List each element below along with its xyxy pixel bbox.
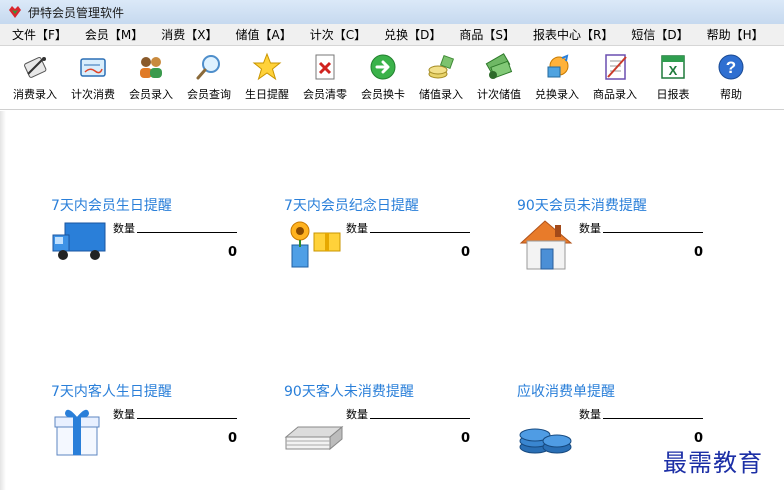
count-label: 数量 xyxy=(346,408,368,421)
reminder-card-member-no-consume: 90天会员未消费提醒 数量 0 xyxy=(517,195,717,275)
consume-entry-button[interactable]: 消费录入 xyxy=(6,46,64,110)
toolbar: 消费录入 计次消费 会员录入 会员查询 生日提醒 xyxy=(0,46,784,110)
menu-member[interactable]: 会员【M】 xyxy=(84,28,144,42)
menu-report[interactable]: 报表中心【R】 xyxy=(532,28,614,42)
notebook-icon xyxy=(605,54,627,80)
svg-text:X: X xyxy=(669,63,678,78)
card-icon xyxy=(80,58,106,77)
redeem-entry-button[interactable]: 兑换录入 xyxy=(528,46,586,110)
menu-help[interactable]: 帮助【H】 xyxy=(706,28,764,42)
house-icon xyxy=(519,220,573,270)
reminder-card-guest-birthday: 7天内客人生日提醒 数量 0 xyxy=(51,381,251,461)
window-title: 伊特会员管理软件 xyxy=(28,5,125,20)
count-consume-button[interactable]: 计次消费 xyxy=(64,46,122,110)
watermark-text: 最需教育 xyxy=(663,449,763,477)
menu-stored-value[interactable]: 储值【A】 xyxy=(235,28,292,42)
coins-icon xyxy=(428,54,455,79)
count-stored-value-button[interactable]: 计次储值 xyxy=(470,46,528,110)
goods-entry-button[interactable]: 商品录入 xyxy=(586,46,644,110)
doc-x-icon xyxy=(315,54,335,80)
truck-icon xyxy=(52,222,106,260)
count-underline xyxy=(370,232,470,233)
card-stack-icon xyxy=(284,425,344,451)
question-icon: ? xyxy=(718,54,744,80)
tool-label: 会员清零 xyxy=(303,88,347,101)
daily-report-button[interactable]: X 日报表 xyxy=(644,46,702,110)
tool-label: 帮助 xyxy=(720,88,742,101)
count-underline xyxy=(137,418,237,419)
count-value: 0 xyxy=(227,431,237,446)
member-clear-button[interactable]: 会员清零 xyxy=(296,46,354,110)
app-logo-icon xyxy=(9,6,21,18)
count-value: 0 xyxy=(693,431,703,446)
count-label: 数量 xyxy=(579,408,601,421)
reminder-card-member-anniversary: 7天内会员纪念日提醒 数量 0 xyxy=(284,195,484,275)
member-query-button[interactable]: 会员查询 xyxy=(180,46,238,110)
menu-goods[interactable]: 商品【S】 xyxy=(459,28,515,42)
tool-label: 会员查询 xyxy=(187,88,231,101)
users-icon xyxy=(140,57,162,78)
count-label: 数量 xyxy=(113,222,135,235)
count-value: 0 xyxy=(227,245,237,260)
tool-label: 会员换卡 xyxy=(361,88,405,101)
count-underline xyxy=(370,418,470,419)
tool-label: 消费录入 xyxy=(13,88,57,101)
count-value: 0 xyxy=(693,245,703,260)
menu-redeem[interactable]: 兑换【D】 xyxy=(384,28,442,42)
menu-consume[interactable]: 消费【X】 xyxy=(161,28,218,42)
reminder-title[interactable]: 7天内客人生日提醒 xyxy=(51,384,172,400)
window-left-edge xyxy=(0,111,6,490)
reminder-title[interactable]: 7天内会员纪念日提醒 xyxy=(284,198,419,214)
menu-sms[interactable]: 短信【D】 xyxy=(631,28,689,42)
reminder-card-guest-no-consume: 90天客人未消费提醒 数量 0 xyxy=(284,381,484,461)
arrow-right-icon xyxy=(370,54,396,80)
reminder-title[interactable]: 90天客人未消费提醒 xyxy=(284,384,414,400)
reminder-title[interactable]: 7天内会员生日提醒 xyxy=(51,198,172,214)
svg-text:?: ? xyxy=(726,58,736,77)
stored-value-entry-button[interactable]: 储值录入 xyxy=(412,46,470,110)
tool-label: 计次储值 xyxy=(477,88,521,101)
tool-label: 计次消费 xyxy=(71,88,115,101)
gift-box-icon xyxy=(54,409,100,456)
reminder-card-member-birthday: 7天内会员生日提醒 数量 0 xyxy=(51,195,251,275)
count-value: 0 xyxy=(460,245,470,260)
reminder-title[interactable]: 90天会员未消费提醒 xyxy=(517,198,647,214)
menu-bar: 文件【F】 会员【M】 消费【X】 储值【A】 计次【C】 兑换【D】 商品【S… xyxy=(0,24,784,46)
menu-file[interactable]: 文件【F】 xyxy=(12,28,67,42)
menu-count[interactable]: 计次【C】 xyxy=(309,28,367,42)
scroll-icon xyxy=(24,57,47,78)
birthday-reminder-button[interactable]: 生日提醒 xyxy=(238,46,296,110)
member-change-card-button[interactable]: 会员换卡 xyxy=(354,46,412,110)
tool-label: 生日提醒 xyxy=(245,88,289,101)
tool-label: 商品录入 xyxy=(593,88,637,101)
count-underline xyxy=(603,232,703,233)
money-icon xyxy=(485,53,513,79)
gift-swap-icon xyxy=(547,54,569,78)
flower-gift-icon xyxy=(290,221,341,268)
magnifier-icon xyxy=(196,55,220,80)
excel-icon: X xyxy=(661,55,685,79)
coin-stack-icon xyxy=(519,428,572,454)
count-label: 数量 xyxy=(346,222,368,235)
tool-label: 会员录入 xyxy=(129,88,173,101)
reminder-title[interactable]: 应收消费单提醒 xyxy=(517,384,615,400)
tool-label: 日报表 xyxy=(656,88,690,101)
reminder-panel: 7天内会员生日提醒 数量 0 7天内会员纪念日提醒 数量 0 90天会员未消费提… xyxy=(0,111,784,490)
star-icon xyxy=(252,52,282,81)
tool-label: 储值录入 xyxy=(419,88,463,101)
count-value: 0 xyxy=(460,431,470,446)
count-underline xyxy=(137,232,237,233)
reminder-card-receivable-bill: 应收消费单提醒 数量 0 xyxy=(517,381,717,461)
member-entry-button[interactable]: 会员录入 xyxy=(122,46,180,110)
help-button[interactable]: ? 帮助 xyxy=(702,46,760,110)
count-underline xyxy=(603,418,703,419)
count-label: 数量 xyxy=(113,408,135,421)
count-label: 数量 xyxy=(579,222,601,235)
window-titlebar: 伊特会员管理软件 xyxy=(0,0,784,24)
tool-label: 兑换录入 xyxy=(535,88,579,101)
